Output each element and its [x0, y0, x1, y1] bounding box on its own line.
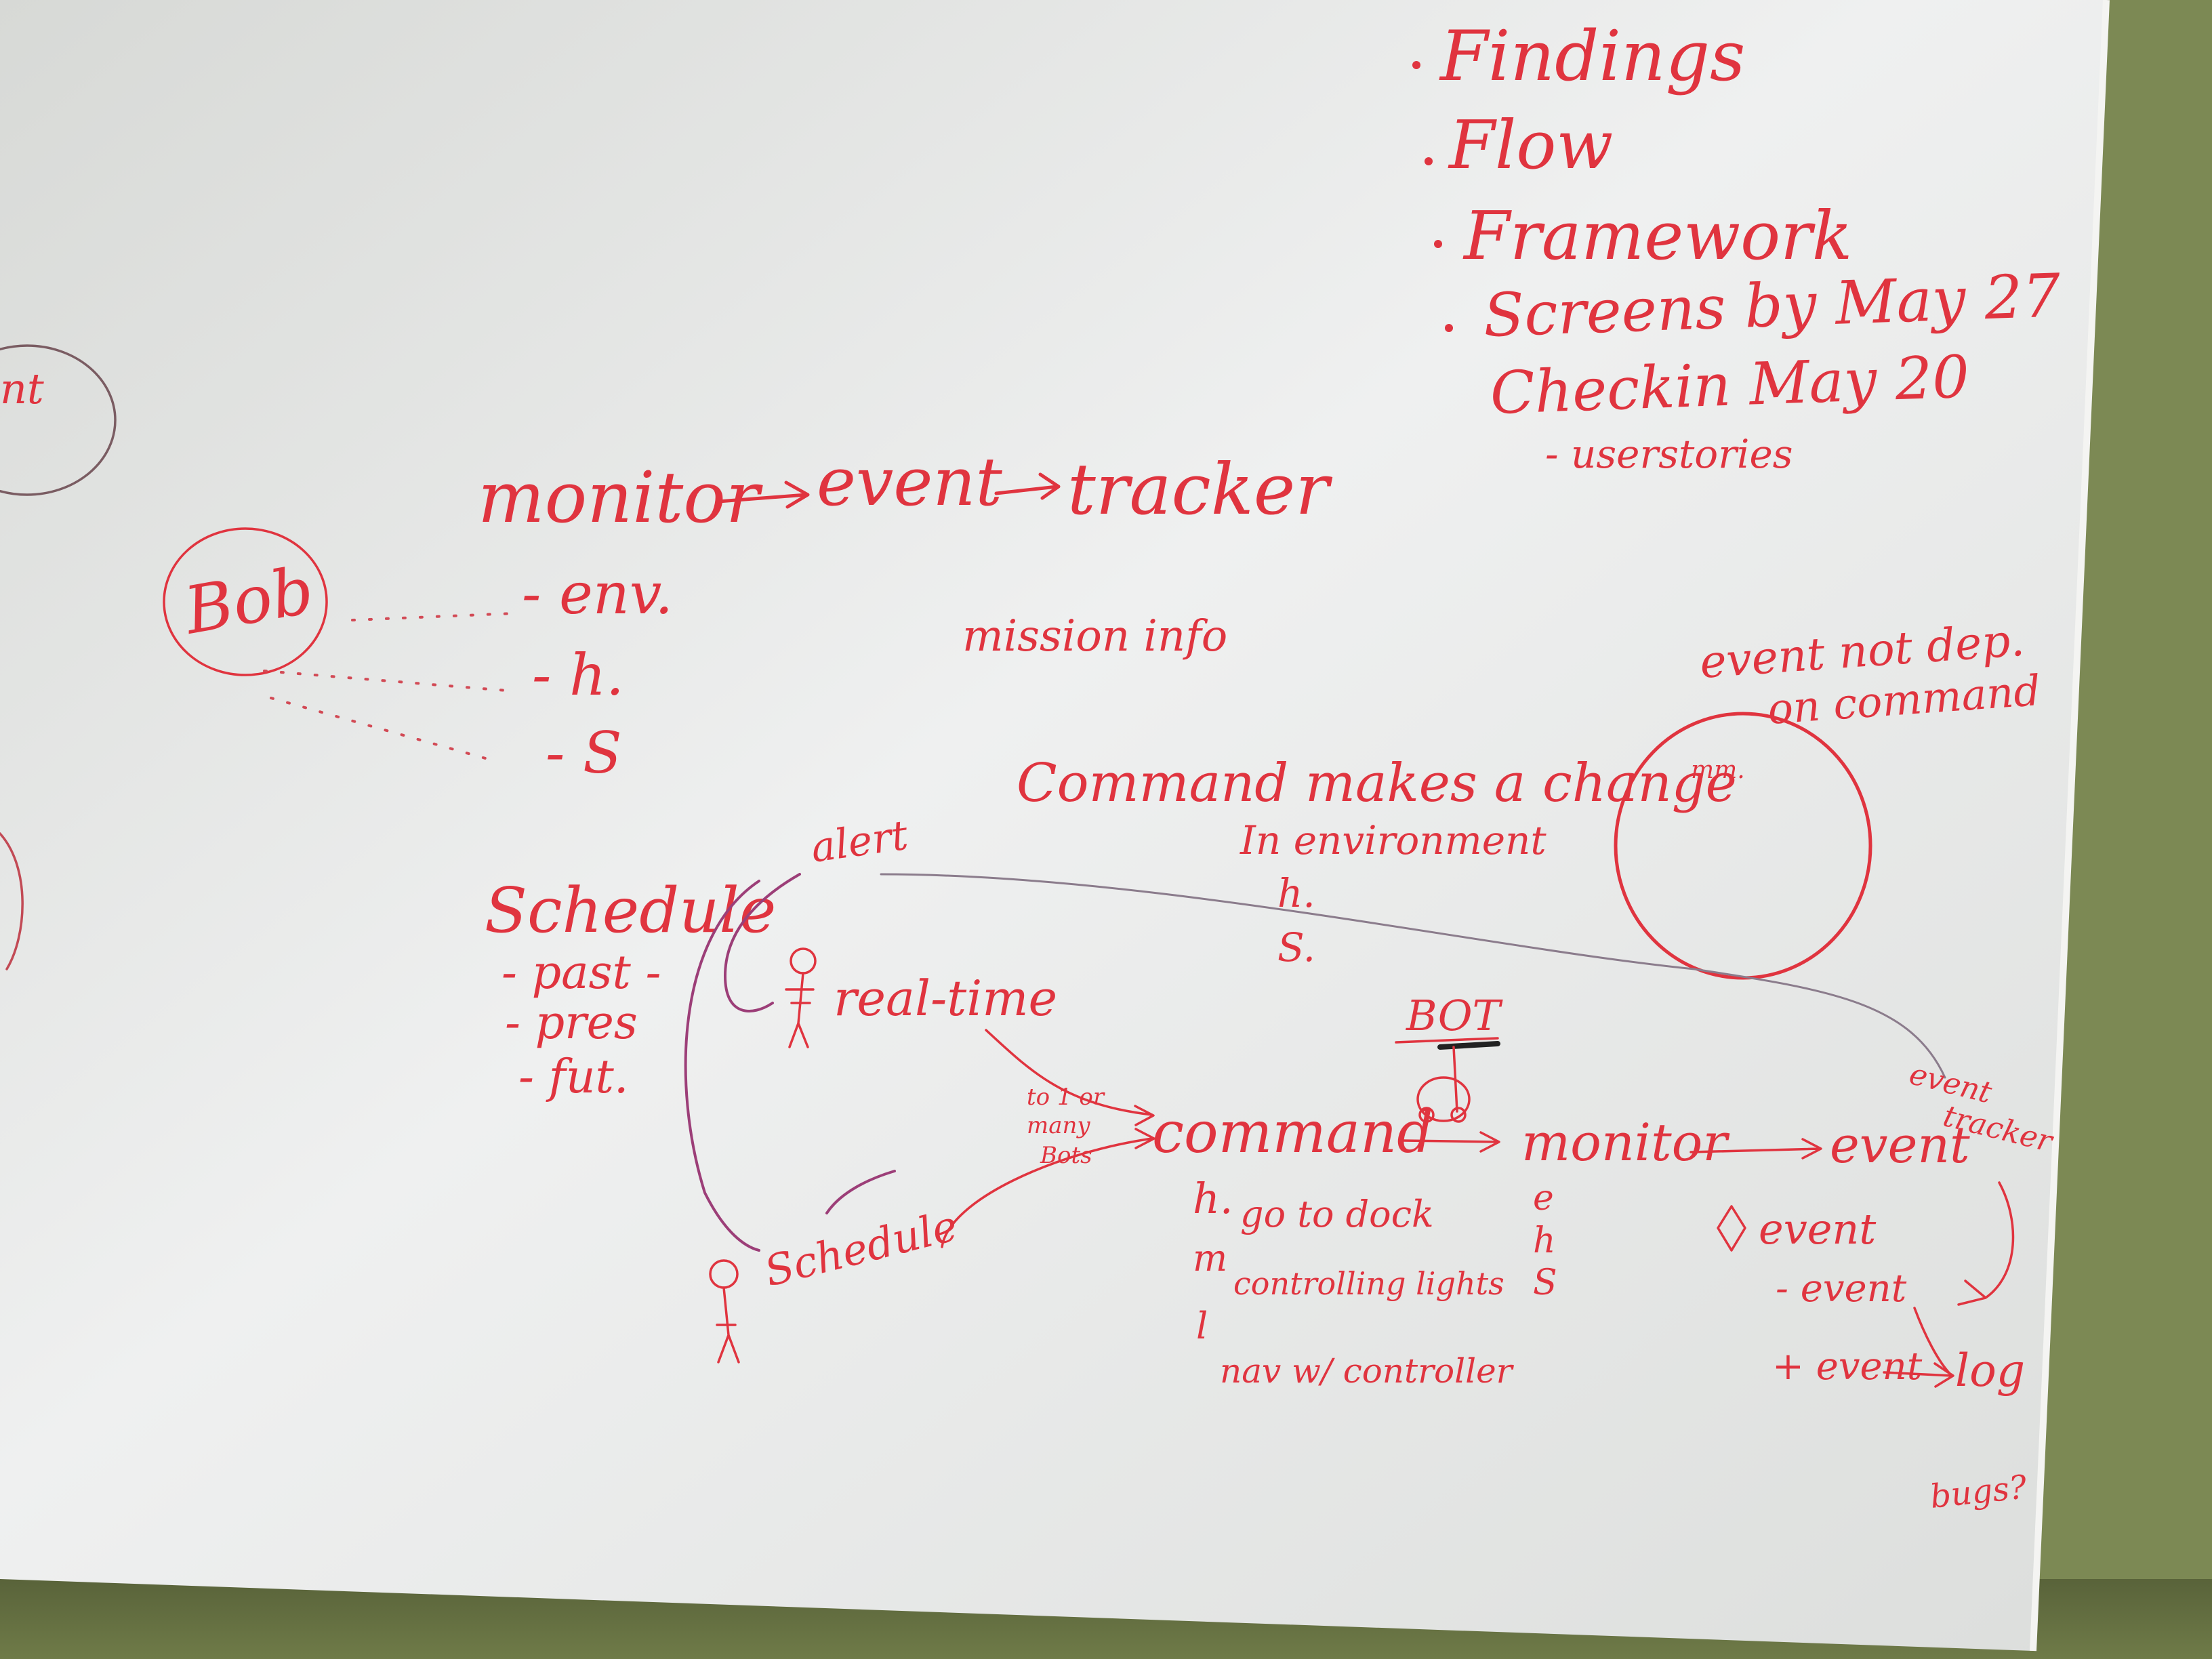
bot-label: BOT [1406, 991, 1504, 1040]
person-icon [709, 1259, 740, 1364]
agenda-item-framework: Framework [1462, 198, 1852, 275]
left-edge-sketch: nt [0, 344, 117, 970]
monitor-item-s: S [1533, 1263, 1557, 1303]
agenda-item-findings: Findings [1439, 16, 1745, 97]
command-items: h. go to dock m controlling lights l nav… [1193, 1174, 1515, 1391]
arrow-icon [1401, 1131, 1500, 1153]
top-flow-tracker: tracker [1067, 448, 1332, 531]
bullet [1445, 324, 1453, 332]
purple-lines [684, 873, 896, 1252]
event-items: event - event + event log [1717, 1181, 2025, 1397]
circle-note: mm. [1691, 756, 1745, 784]
to-bots-line3: Bots [1040, 1142, 1092, 1169]
diamond-icon [1717, 1205, 1746, 1252]
bot-drawing: BOT [1395, 991, 1504, 1123]
command-item-text: controlling lights [1233, 1265, 1504, 1302]
command-item-mark: m [1193, 1237, 1227, 1279]
bob-item-h: - h. [532, 642, 624, 708]
to-bots-note: to 1 or many Bots [1027, 1084, 1105, 1169]
whiteboard [0, 0, 2106, 1651]
to-bots-line1: to 1 or [1027, 1084, 1105, 1111]
arrow-icon [941, 1128, 1155, 1248]
command-label: command [1152, 1099, 1433, 1166]
bob-item-s: - S [546, 720, 622, 786]
event-item-3: + event [1772, 1345, 1923, 1389]
schedule-block: Schedule - past - - pres - fut. [485, 874, 776, 1104]
arrow-icon [716, 480, 810, 509]
log-label: log [1955, 1345, 2025, 1397]
monitor-item-e: e [1533, 1178, 1554, 1218]
event-item-2: - event [1776, 1267, 1907, 1311]
event-label: event [1830, 1116, 1970, 1174]
to-bots-line2: many [1027, 1112, 1090, 1139]
whiteboard-edge [2030, 0, 2110, 1652]
command-item-mark: h. [1193, 1174, 1233, 1223]
schedule-item-pres: - pres [505, 996, 638, 1050]
schedule-item-fut: - fut. [518, 1050, 629, 1104]
bullet [1412, 61, 1420, 69]
agenda-subitem: - userstories [1545, 431, 1793, 477]
command-note-line1: Command makes a change [1017, 753, 1737, 814]
top-flow: monitor event tracker [478, 444, 1332, 539]
grey-arc [880, 873, 1946, 1079]
big-circle: mm. [1614, 712, 1872, 980]
command-item-text: nav w/ controller [1220, 1351, 1515, 1391]
monitor-label: monitor [1521, 1112, 1730, 1172]
command-item-text: go to dock [1240, 1193, 1434, 1235]
bob-circle [163, 527, 328, 676]
monitor-items: e h S [1533, 1178, 1557, 1303]
bullet [1434, 240, 1442, 248]
real-time-label: real-time [834, 970, 1057, 1027]
bullet [1425, 157, 1433, 165]
left-edge-text: nt [0, 364, 44, 413]
command-note-s: S. [1277, 924, 1315, 970]
mission-info-note: mission info [962, 611, 1227, 661]
command-note-h: h. [1277, 870, 1315, 916]
arrow-icon [1689, 1138, 1822, 1160]
top-flow-monitor: monitor [478, 456, 763, 539]
monitor-item-h: h [1533, 1221, 1556, 1261]
command-note-line2: In environment [1240, 817, 1547, 863]
command-item-mark: l [1196, 1305, 1208, 1347]
schedule-item-past: - past - [501, 946, 661, 1000]
agenda-item-flow: Flow [1448, 107, 1613, 184]
agenda-item-checkin: Checkin May 20 [1489, 343, 1970, 428]
schedule-title: Schedule [485, 874, 776, 947]
arrow-icon [985, 1029, 1155, 1126]
command-note: Command makes a change In environment h.… [1017, 753, 1737, 970]
bob-item-env: - env. [522, 560, 673, 627]
arrow-icon [994, 472, 1061, 500]
event-item-1: event [1759, 1204, 1876, 1254]
person-icon [785, 947, 817, 1048]
top-flow-event: event [817, 444, 1002, 521]
